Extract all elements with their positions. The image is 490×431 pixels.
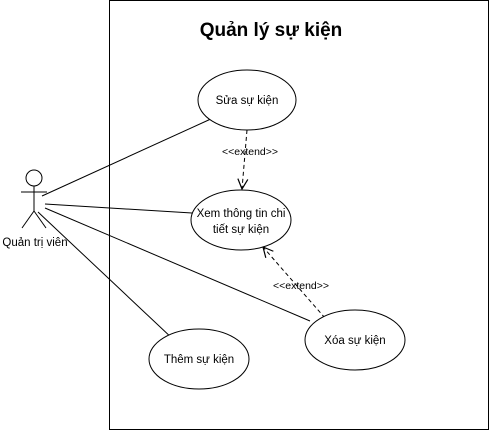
system-title: Quản lý sự kiện xyxy=(200,20,343,41)
extend-delete-label: <<extend>> xyxy=(273,280,329,292)
use-case-add[interactable]: Thêm sự kiện xyxy=(148,328,250,390)
association-delete xyxy=(44,207,311,322)
use-case-add-shape xyxy=(148,328,250,390)
association-view xyxy=(44,203,193,214)
extend-relations xyxy=(242,129,326,319)
use-case-view[interactable]: Xem thông tin chi tiết sự kiện xyxy=(190,189,292,251)
association-lines xyxy=(37,117,311,341)
actor-head xyxy=(25,169,43,187)
use-case-edit[interactable]: Sửa sự kiện xyxy=(197,69,297,131)
extend-delete-arrow xyxy=(263,247,326,319)
use-case-view-shape xyxy=(190,189,292,251)
association-edit xyxy=(41,117,214,197)
use-case-delete[interactable]: Xóa sự kiện xyxy=(304,309,406,371)
use-case-view-label-line2: tiết sự kiện xyxy=(213,224,269,236)
use-case-add-label: Thêm sự kiện xyxy=(164,354,234,366)
actor-icon[interactable] xyxy=(21,169,47,229)
association-add xyxy=(37,211,175,341)
actor-label: Quản trị viên xyxy=(2,237,67,249)
use-case-edit-label: Sửa sự kiện xyxy=(216,95,279,107)
extend-edit-label: <<extend>> xyxy=(222,146,278,158)
use-case-delete-label: Xóa sự kiện xyxy=(324,335,385,347)
use-case-edit-shape xyxy=(197,69,297,131)
actor-right-leg xyxy=(33,210,47,229)
use-case-delete-shape xyxy=(304,309,406,371)
actor-left-leg xyxy=(21,210,35,229)
extend-edit-arrow xyxy=(242,129,247,189)
use-case-view-label-line1: Xem thông tin chi xyxy=(197,208,286,220)
